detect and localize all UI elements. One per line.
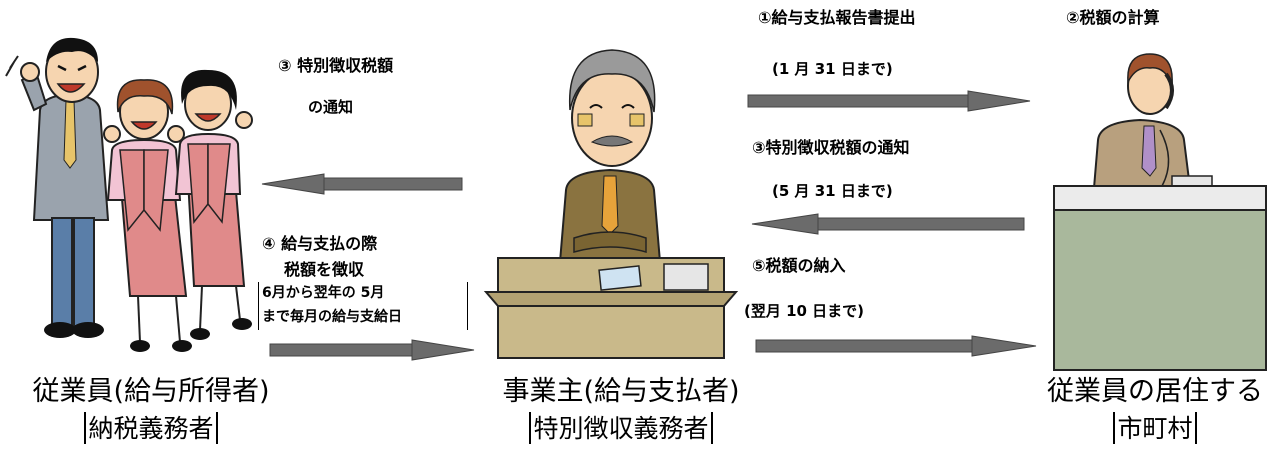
step1-deadline: (1 月 31 日まで) [772, 60, 893, 78]
male-employee [5, 37, 110, 338]
employer-illustration [483, 49, 739, 359]
step1-label: ①給与支払報告書提出 [758, 8, 916, 27]
employer-role-wrap: 特別徴収義務者 [476, 412, 766, 444]
step3-left-label-line2: の通知 [308, 98, 354, 116]
municipality-role-wrap: 市町村 [1030, 412, 1280, 444]
municipality-illustration [1053, 53, 1267, 371]
step4-label-line2: 税額を徴収 [284, 260, 365, 279]
step2-label: ②税額の計算 [1066, 8, 1160, 27]
employer-caption: 事業主(給与支払者) [502, 376, 740, 407]
municipality-caption: 従業員の居住する [1047, 376, 1263, 407]
step4-label-line1: ④ 給与支払の際 [262, 234, 378, 253]
step4-note-line1: 6月から翌年の 5月 [262, 285, 385, 301]
arrow-step5 [755, 335, 1037, 357]
arrow-step4 [269, 339, 475, 361]
employee-role-wrap: 納税義務者 [6, 412, 296, 444]
female-employee-1 [103, 79, 192, 352]
employee-role: 納税義務者 [84, 412, 218, 444]
arrow-step3-left [261, 173, 463, 195]
arrow-step1 [747, 90, 1031, 112]
employee-caption: 従業員(給与所得者) [32, 376, 270, 407]
step5-deadline: (翌月 10 日まで) [744, 302, 865, 320]
step4-note-bracket [258, 282, 468, 330]
employer-role: 特別徴収義務者 [529, 412, 713, 444]
step3-left-label-line1: ③ 特別徴収税額 [278, 56, 394, 75]
step3-right-deadline: (5 月 31 日まで) [772, 182, 893, 200]
step3-right-label: ③特別徴収税額の通知 [752, 138, 910, 157]
female-employee-2 [174, 69, 253, 340]
arrow-step3-right [751, 213, 1025, 235]
step5-label: ⑤税額の納入 [752, 256, 846, 275]
municipality-role: 市町村 [1113, 412, 1197, 444]
step4-note-line2: まで毎月の給与支給日 [262, 309, 402, 325]
employees-illustration [5, 37, 253, 352]
